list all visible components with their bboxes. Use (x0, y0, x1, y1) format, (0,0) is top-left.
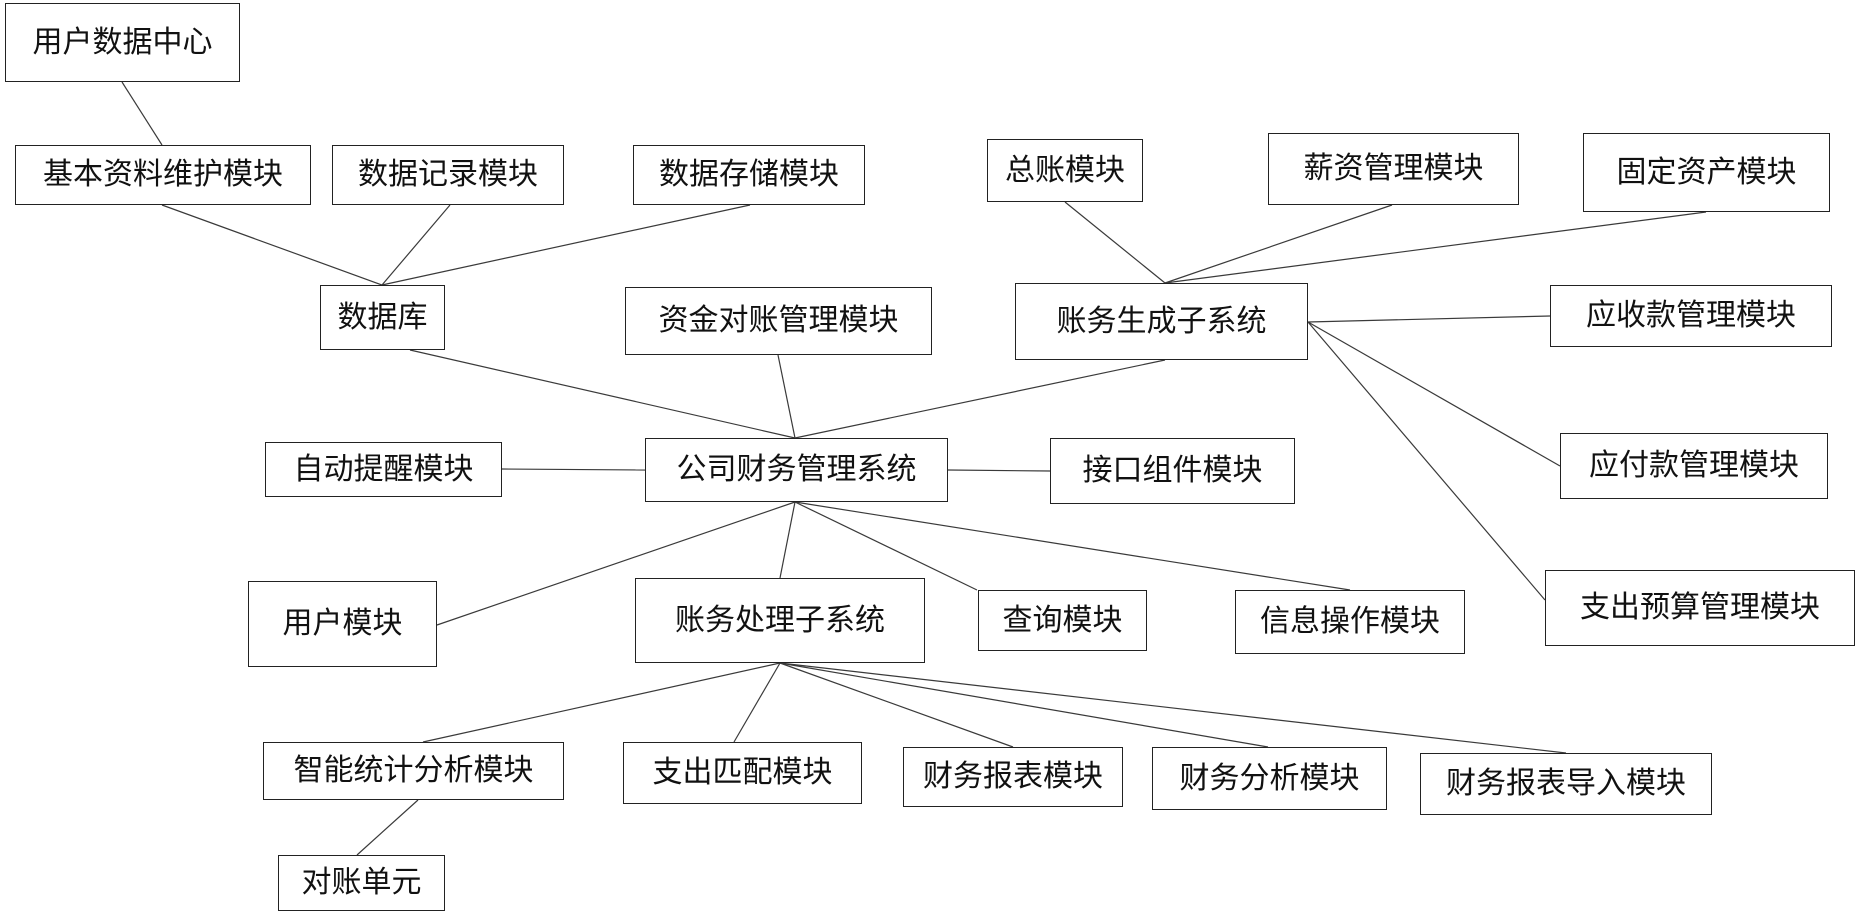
node-financial-report-label: 财务报表模块 (923, 762, 1103, 792)
node-user-module-label: 用户模块 (283, 609, 403, 639)
link-data-storage-database (382, 205, 750, 285)
node-payables-label: 应付款管理模块 (1589, 451, 1799, 481)
node-general-ledger: 总账模块 (987, 139, 1143, 202)
link-database-main (410, 350, 795, 438)
link-user-data-center-basic-info (122, 82, 162, 145)
link-stats-analysis-reconcile-unit (357, 800, 418, 855)
link-account-proc-fin-report (780, 663, 1013, 747)
link-fixed-assets-account-gen (1165, 212, 1706, 283)
node-interface-component: 接口组件模块 (1050, 438, 1295, 504)
node-user-module: 用户模块 (248, 581, 437, 667)
node-user-data-center-label: 用户数据中心 (33, 28, 213, 58)
node-payroll: 薪资管理模块 (1268, 133, 1519, 205)
node-auto-remind-label: 自动提醒模块 (294, 455, 474, 485)
node-expense-match: 支出匹配模块 (623, 742, 862, 804)
node-intelligent-stats-analysis-label: 智能统计分析模块 (294, 756, 534, 786)
node-account-generation-subsystem-label: 账务生成子系统 (1057, 307, 1267, 337)
node-fixed-assets-label: 固定资产模块 (1617, 158, 1797, 188)
node-intelligent-stats-analysis: 智能统计分析模块 (263, 742, 564, 800)
node-interface-component-label: 接口组件模块 (1083, 456, 1263, 486)
node-budget-label: 支出预算管理模块 (1580, 593, 1820, 623)
link-payroll-account-gen (1165, 205, 1392, 283)
link-account-gen-payables (1308, 322, 1560, 466)
node-info-operation-label: 信息操作模块 (1260, 607, 1440, 637)
node-fixed-assets: 固定资产模块 (1583, 133, 1830, 212)
link-account-gen-receivables (1308, 316, 1550, 322)
node-data-record: 数据记录模块 (332, 145, 564, 205)
node-database: 数据库 (320, 285, 445, 350)
link-account-proc-report-import (780, 663, 1566, 753)
link-account-proc-expense-match (734, 663, 780, 742)
node-receivables-label: 应收款管理模块 (1586, 301, 1796, 331)
link-main-query (795, 502, 977, 590)
node-data-storage: 数据存储模块 (633, 145, 865, 205)
node-reconcile-unit-label: 对账单元 (302, 868, 422, 898)
node-query: 查询模块 (978, 590, 1147, 651)
node-data-storage-label: 数据存储模块 (659, 160, 839, 190)
node-auto-remind: 自动提醒模块 (265, 442, 502, 497)
link-main-account-proc (780, 502, 795, 578)
link-account-gen-main (795, 360, 1165, 438)
link-main-interface (948, 470, 1050, 471)
link-general-ledger-account-gen (1065, 202, 1165, 283)
node-financial-report: 财务报表模块 (903, 747, 1123, 807)
node-account-processing-subsystem: 账务处理子系统 (635, 578, 925, 663)
node-budget: 支出预算管理模块 (1545, 570, 1855, 646)
node-payroll-label: 薪资管理模块 (1304, 154, 1484, 184)
node-financial-analysis: 财务分析模块 (1152, 747, 1387, 810)
node-basic-info-maintenance: 基本资料维护模块 (15, 145, 311, 205)
link-account-gen-budget (1308, 322, 1545, 600)
link-fund-reconcile-main (778, 355, 795, 438)
node-expense-match-label: 支出匹配模块 (653, 758, 833, 788)
node-receivables: 应收款管理模块 (1550, 285, 1832, 347)
node-user-data-center: 用户数据中心 (5, 3, 240, 82)
node-data-record-label: 数据记录模块 (358, 160, 538, 190)
node-basic-info-maintenance-label: 基本资料维护模块 (43, 160, 283, 190)
link-account-proc-stats-analysis (423, 663, 780, 742)
node-query-label: 查询模块 (1003, 606, 1123, 636)
node-account-processing-subsystem-label: 账务处理子系统 (675, 606, 885, 636)
link-basic-info-database (162, 205, 382, 285)
node-reconcile-unit: 对账单元 (278, 855, 445, 911)
node-payables: 应付款管理模块 (1560, 433, 1828, 499)
link-account-proc-fin-analysis (780, 663, 1268, 747)
node-company-finance-system-label: 公司财务管理系统 (677, 455, 917, 485)
node-financial-report-import-label: 财务报表导入模块 (1446, 769, 1686, 799)
node-financial-analysis-label: 财务分析模块 (1180, 764, 1360, 794)
node-info-operation: 信息操作模块 (1235, 590, 1465, 654)
node-fund-reconcile-label: 资金对账管理模块 (659, 306, 899, 336)
link-main-info-ops (795, 502, 1350, 590)
node-database-label: 数据库 (338, 303, 428, 333)
node-company-finance-system: 公司财务管理系统 (645, 438, 948, 502)
node-account-generation-subsystem: 账务生成子系统 (1015, 283, 1308, 360)
node-fund-reconcile: 资金对账管理模块 (625, 287, 932, 355)
node-financial-report-import: 财务报表导入模块 (1420, 753, 1712, 815)
node-general-ledger-label: 总账模块 (1005, 156, 1125, 186)
link-auto-remind-main (502, 469, 645, 470)
